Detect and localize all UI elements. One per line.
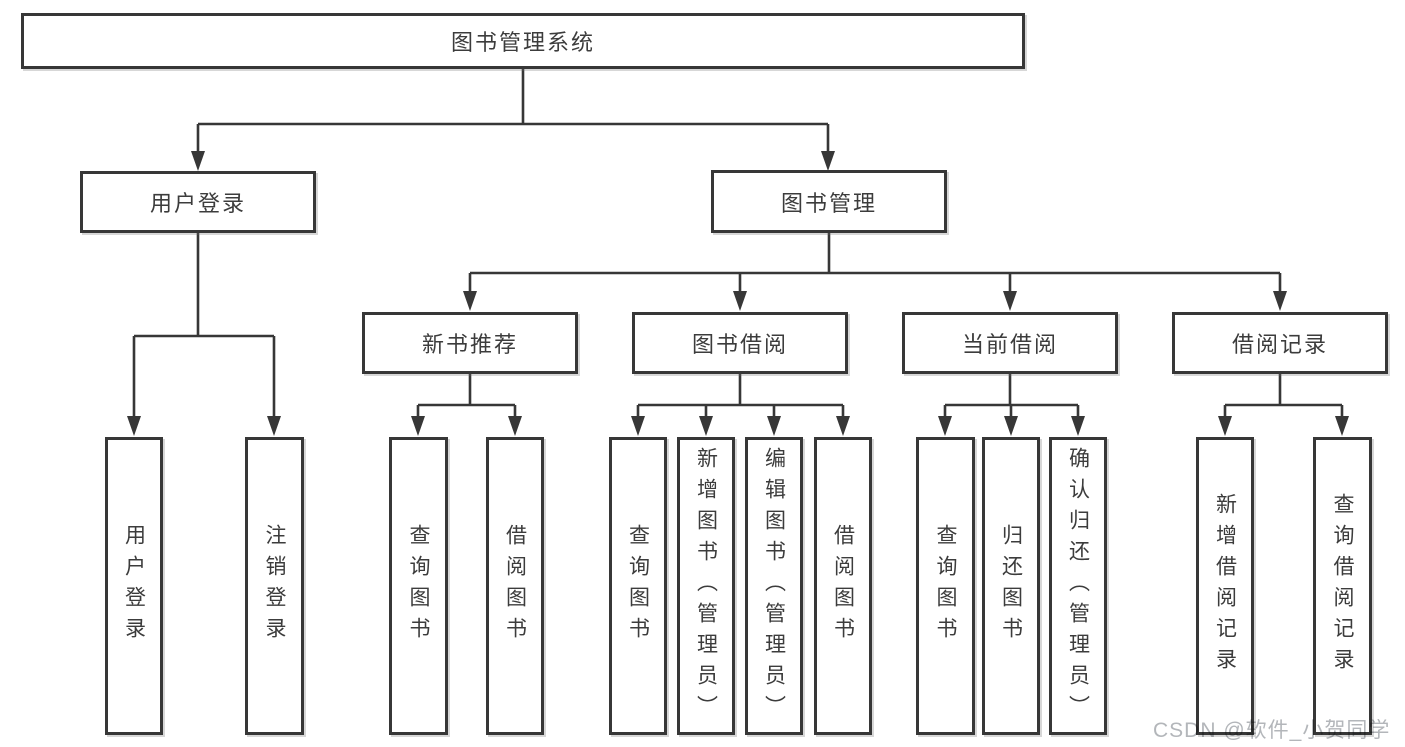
leaf-logout: 注销登录	[245, 437, 304, 735]
leaf-add-book-admin: 新增图书（管理员）	[677, 437, 735, 735]
arrowheads	[127, 151, 1349, 436]
node-library-system: 图书管理系统	[21, 13, 1025, 69]
node-book-borrow: 图书借阅	[632, 312, 848, 374]
leaf-label: 归还图书	[999, 524, 1023, 648]
leaf-label: 编辑图书（管理员）	[762, 446, 786, 726]
node-new-book-recommend: 新书推荐	[362, 312, 578, 374]
leaf-add-borrow-record: 新增借阅记录	[1196, 437, 1254, 735]
leaf-label: 查询借阅记录	[1331, 493, 1354, 679]
leaf-label: 查询图书	[626, 524, 650, 648]
leaf-return-book: 归还图书	[982, 437, 1040, 735]
leaf-label: 借阅图书	[831, 524, 855, 648]
node-current-borrow: 当前借阅	[902, 312, 1118, 374]
leaf-edit-book-admin: 编辑图书（管理员）	[745, 437, 803, 735]
leaf-confirm-return-admin: 确认归还（管理员）	[1049, 437, 1107, 735]
leaf-user-login: 用户登录	[105, 437, 163, 735]
leaf-query-book: 查询图书	[389, 437, 448, 735]
leaf-label: 新增借阅记录	[1213, 493, 1237, 679]
csdn-watermark: CSDN @软件_小贺同学	[1153, 719, 1391, 742]
leaf-borrow-book: 借阅图书	[814, 437, 872, 735]
node-borrow-record: 借阅记录	[1172, 312, 1388, 374]
leaf-label: 借阅图书	[503, 524, 527, 648]
leaf-label: 确认归还（管理员）	[1066, 446, 1090, 726]
leaf-query-book: 查询图书	[916, 437, 975, 735]
leaf-label: 用户登录	[122, 524, 146, 648]
leaf-query-borrow-record: 查询借阅记录	[1313, 437, 1372, 735]
leaf-label: 新增图书（管理员）	[694, 446, 718, 726]
leaf-label: 查询图书	[407, 524, 430, 648]
leaf-label: 注销登录	[263, 524, 286, 648]
node-book-management: 图书管理	[711, 170, 947, 233]
leaf-borrow-book: 借阅图书	[486, 437, 544, 735]
leaf-query-book: 查询图书	[609, 437, 667, 735]
node-user-login: 用户登录	[80, 171, 316, 233]
leaf-label: 查询图书	[934, 524, 957, 648]
